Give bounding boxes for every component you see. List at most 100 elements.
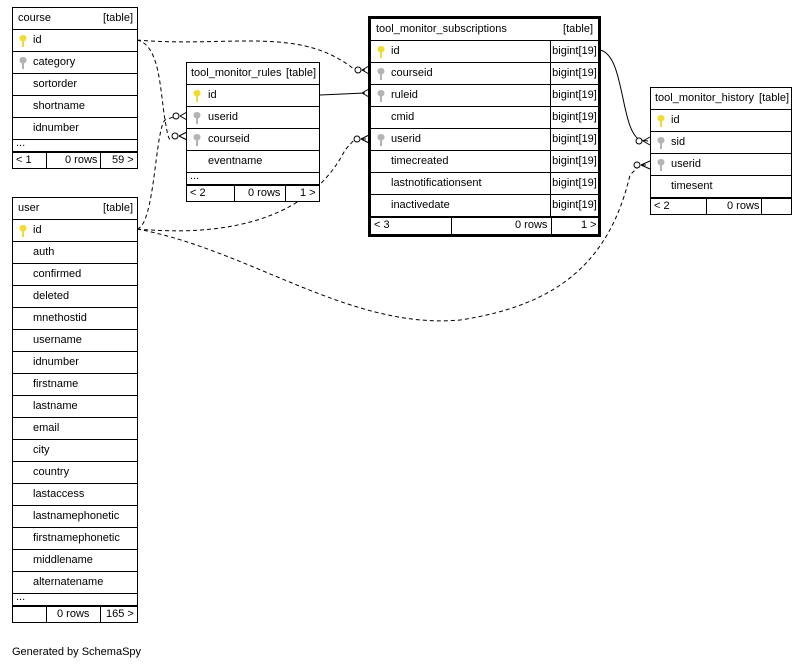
column-row: eventname: [187, 151, 319, 173]
table-header: tool_monitor_subscriptions [table]: [371, 19, 598, 41]
column-row: id: [13, 220, 137, 242]
column-row: lastnotificationsent bigint[19]: [371, 173, 598, 195]
row-count: 0 rows: [65, 154, 98, 166]
column-name: id: [33, 224, 42, 236]
foreign-key-icon: [19, 57, 27, 70]
column-row: sid: [651, 132, 791, 154]
foreign-key-icon: [193, 134, 201, 147]
child-count: 1 >: [300, 187, 316, 199]
table-header: course [table]: [13, 8, 137, 30]
column-name: mnethostid: [33, 312, 87, 324]
optional-marker: [635, 137, 643, 145]
row-count: 0 rows: [515, 219, 548, 231]
column-name: timesent: [671, 180, 713, 192]
column-row: email: [13, 418, 137, 440]
column-name: id: [391, 45, 400, 57]
table-header: user [table]: [13, 198, 137, 220]
column-name: userid: [208, 111, 238, 123]
column-row: id bigint[19]: [371, 41, 598, 63]
column-name: middlename: [33, 554, 93, 566]
column-row: lastname: [13, 396, 137, 418]
column-name: firstname: [33, 378, 79, 390]
table-course[interactable]: course [table] id category sortorder sho…: [12, 7, 138, 169]
column-row: cmid bigint[19]: [371, 107, 598, 129]
optional-marker: [354, 66, 362, 74]
optional-marker: [172, 112, 180, 120]
column-name: email: [33, 422, 60, 434]
crowfoot-marker: [361, 88, 370, 98]
table-name: user: [18, 202, 40, 214]
link-user-history: [136, 164, 648, 322]
column-row: deleted: [13, 286, 137, 308]
optional-marker: [171, 132, 179, 140]
column-row: id: [651, 110, 791, 132]
column-row: middlename: [13, 550, 137, 572]
optional-marker: [353, 135, 361, 143]
table-kind: [table]: [103, 202, 133, 214]
table-user[interactable]: user [table] id auth confirmed deleted m…: [12, 197, 138, 623]
column-row: firstname: [13, 374, 137, 396]
child-count: 59 >: [112, 154, 134, 166]
column-name: confirmed: [33, 268, 82, 280]
column-type: bigint[19]: [550, 63, 598, 84]
column-name: category: [33, 56, 76, 68]
table-tool-monitor-subscriptions[interactable]: tool_monitor_subscriptions [table] id bi…: [368, 16, 601, 237]
table-tool-monitor-rules[interactable]: tool_monitor_rules [table] id userid cou…: [186, 62, 320, 202]
column-name: city: [33, 444, 50, 456]
column-row: confirmed: [13, 264, 137, 286]
parent-count: < 2: [190, 187, 206, 199]
column-row: city: [13, 440, 137, 462]
column-type: bigint[19]: [550, 173, 598, 194]
column-row: inactivedate bigint[19]: [371, 195, 598, 217]
column-row: idnumber: [13, 352, 137, 374]
column-type: bigint[19]: [550, 151, 598, 172]
column-name: deleted: [33, 290, 70, 302]
column-row: idnumber: [13, 118, 137, 140]
column-name: firstnamephonetic: [33, 532, 120, 544]
column-name: country: [33, 466, 70, 478]
column-name: userid: [391, 133, 421, 145]
table-header: tool_monitor_history [table]: [651, 88, 791, 110]
column-name: cmid: [391, 111, 415, 123]
column-row: userid: [651, 154, 791, 176]
foreign-key-icon: [377, 68, 385, 81]
column-type: bigint[19]: [550, 129, 598, 150]
column-name: lastnamephonetic: [33, 510, 120, 522]
column-name: ruleid: [391, 89, 418, 101]
column-type: bigint[19]: [550, 195, 598, 216]
table-tool-monitor-history[interactable]: tool_monitor_history [table] id sid user…: [650, 87, 792, 215]
foreign-key-icon: [193, 112, 201, 125]
optional-marker: [633, 161, 641, 169]
column-name: idnumber: [33, 356, 79, 368]
crowfoot-marker: [360, 134, 370, 144]
link-rules-subscriptions: [319, 92, 366, 96]
generated-by-caption: Generated by SchemaSpy: [12, 646, 142, 658]
column-name: inactivedate: [391, 199, 450, 211]
column-type: bigint[19]: [550, 85, 598, 106]
row-count: 0 rows: [727, 200, 760, 212]
column-name: id: [208, 89, 217, 101]
primary-key-icon: [657, 115, 665, 128]
column-name: lastaccess: [33, 488, 85, 500]
column-type: bigint[19]: [550, 41, 598, 62]
crowfoot-marker: [179, 111, 188, 121]
row-count: 0 rows: [248, 187, 281, 199]
crowfoot-marker: [642, 136, 651, 146]
link-course-subscriptions: [136, 39, 365, 71]
column-name: courseid: [208, 133, 250, 145]
column-row: alternatename: [13, 572, 137, 594]
column-row: auth: [13, 242, 137, 264]
column-name: auth: [33, 246, 55, 258]
column-row: userid bigint[19]: [371, 129, 598, 151]
column-row: mnethostid: [13, 308, 137, 330]
table-kind: [table]: [759, 92, 789, 104]
column-row: lastnamephonetic: [13, 506, 137, 528]
link-course-rules: [136, 39, 176, 140]
foreign-key-icon: [657, 137, 665, 150]
column-name: timecreated: [391, 155, 449, 167]
parent-count: < 3: [374, 219, 390, 231]
primary-key-icon: [19, 35, 27, 48]
column-type: bigint[19]: [550, 107, 598, 128]
column-row: timecreated bigint[19]: [371, 151, 598, 173]
